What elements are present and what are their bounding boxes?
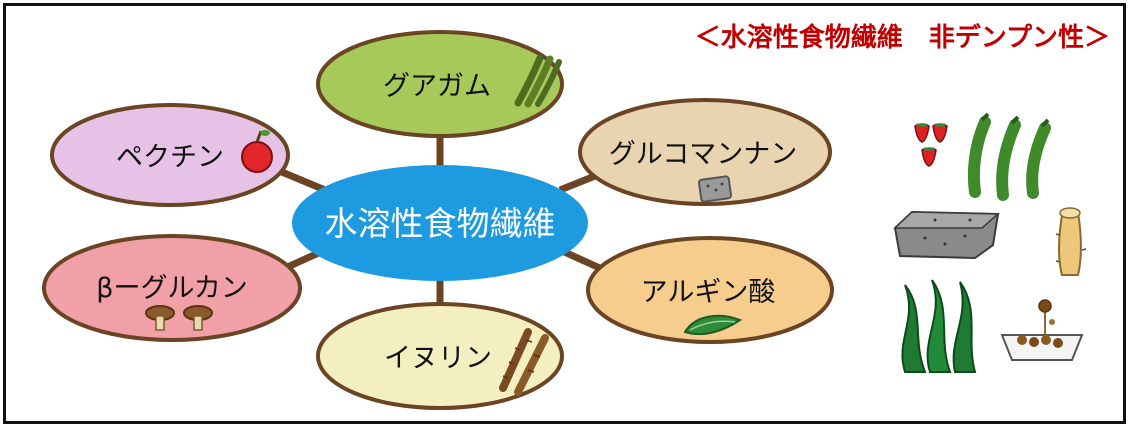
center-label: 水溶性食物繊維	[325, 204, 556, 243]
node-label-alginic: アルギン酸	[641, 277, 776, 308]
konjac-block-icon	[698, 175, 732, 203]
node-glucomannan: グルコマンナン	[578, 98, 832, 206]
seaweed-leaf-icon	[683, 314, 743, 336]
node-label-pectin: ペクチン	[116, 142, 224, 173]
apple-icon	[241, 130, 273, 173]
node-label-guar: グアガム	[383, 71, 491, 102]
okra-icon	[967, 112, 1051, 201]
kelp-icon	[901, 279, 977, 373]
diagram-title: ＜水溶性食物繊維 非デンプン性＞	[695, 22, 1110, 53]
node-beta: βーグルカン	[42, 234, 302, 342]
burdock-root-icon	[499, 328, 549, 396]
node-guar: グアガム	[316, 30, 564, 138]
mushroom-icon	[145, 305, 213, 331]
natto-icon	[1000, 299, 1084, 361]
green-bean-icon	[514, 54, 562, 108]
node-alginic: アルギン酸	[586, 236, 834, 344]
strawberry-icon	[914, 123, 948, 167]
node-inulin: イヌリン	[316, 302, 564, 410]
node-label-inulin: イヌリン	[384, 343, 492, 374]
node-pectin: ペクチン	[50, 103, 290, 207]
node-label-glucomannan: グルコマンナン	[609, 139, 797, 170]
center-node: 水溶性食物繊維	[292, 165, 588, 281]
konjac-stone-icon	[893, 210, 1000, 260]
yam-root-icon	[1055, 207, 1087, 276]
node-label-beta: βーグルカン	[96, 273, 247, 304]
